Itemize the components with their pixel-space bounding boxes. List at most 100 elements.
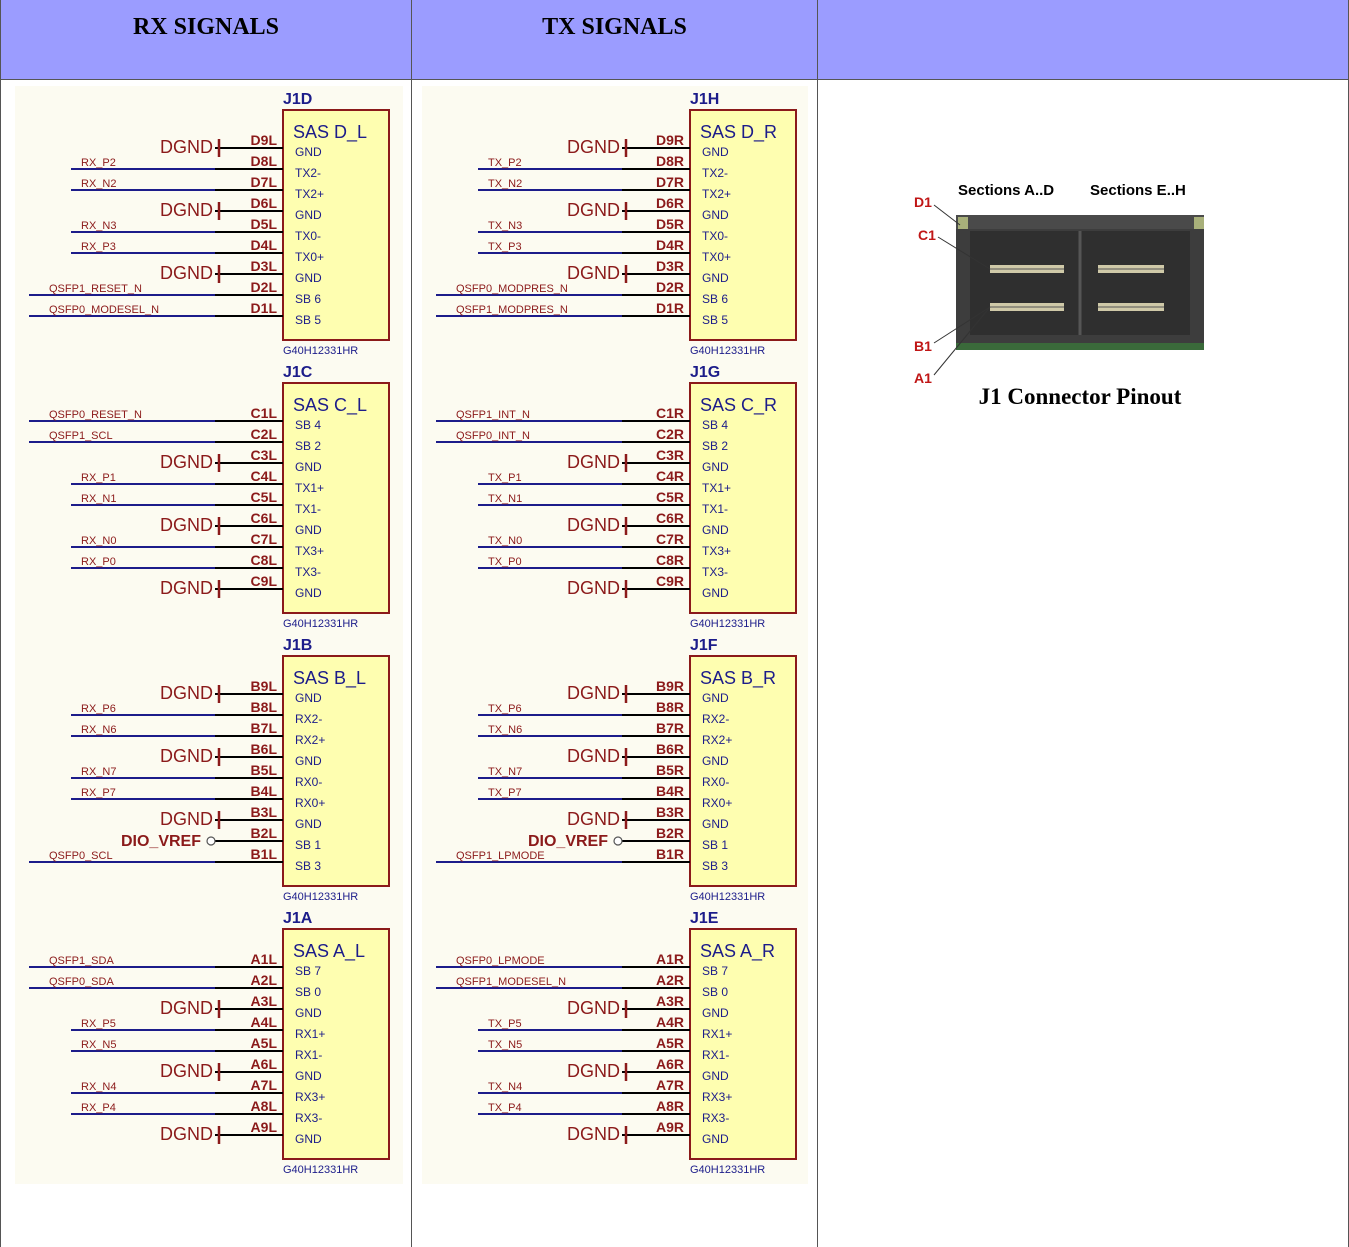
part-ref: J1F [690,637,718,654]
net-label: DGND [567,515,620,535]
part-title: SAS B_L [293,668,366,689]
pin-name: GND [295,1069,322,1083]
net-label: DGND [160,578,213,598]
pin-name: TX0+ [295,250,324,264]
pin-number: B1L [251,846,278,862]
net-label: QSFP0_INT_N [456,430,530,442]
tx-header: TX SIGNALS [412,0,818,80]
net-label: RX_N7 [81,766,116,778]
pin-number: C2R [656,426,684,442]
pin-number: A5L [251,1035,278,1051]
pin-number: B3R [656,804,684,820]
part-ref: J1H [690,91,719,108]
net-label: DGND [160,998,213,1018]
pin-number: D4L [251,237,278,253]
net-label: TX_P3 [488,241,522,253]
part-number: G40H12331HR [690,618,765,630]
pin-name: RX3+ [295,1090,325,1104]
net-label: RX_N3 [81,220,116,232]
pin-number: C5R [656,489,684,505]
pin-name: GND [702,460,729,474]
pin-number: C8L [251,552,278,568]
pin-number: C3L [251,447,278,463]
net-label: RX_N6 [81,724,116,736]
pin-name: GND [702,817,729,831]
pin-name: TX1+ [702,481,731,495]
part-number: G40H12331HR [690,891,765,903]
pin-name: GND [295,754,322,768]
pin-name: RX1- [702,1048,729,1062]
pin-number: D8L [251,153,278,169]
pin-name: SB 2 [295,439,321,453]
net-label: QSFP1_RESET_N [49,283,142,295]
pin-name: GND [702,523,729,537]
sections-left-label: Sections A..D [958,182,1054,199]
pin-number: D6R [656,195,684,211]
pin-name: SB 6 [702,292,728,306]
net-label: DGND [160,137,213,157]
pin-number: B8L [251,699,278,715]
pin-name: GND [702,586,729,600]
part-title: SAS C_L [293,395,367,416]
pin-name: SB 2 [702,439,728,453]
pin-number: C6R [656,510,684,526]
pin-number: D5R [656,216,684,232]
pin-name: GND [295,1132,322,1146]
net-label: DGND [567,200,620,220]
pin-name: GND [702,271,729,285]
net-label: TX_N7 [488,766,522,778]
pin-number: B7L [251,720,278,736]
net-label: QSFP0_RESET_N [49,409,142,421]
net-label: QSFP0_SDA [49,976,114,988]
pin-name: RX0- [295,775,322,789]
pin-number: C9L [251,573,278,589]
pin-number: C6L [251,510,278,526]
net-label: QSFP0_MODESEL_N [49,304,159,316]
pin-number: B9R [656,678,684,694]
pin-name: SB 5 [295,313,321,327]
pin-label-a1: A1 [914,370,932,386]
pin-name: GND [702,754,729,768]
pin-name: RX3- [702,1111,729,1125]
net-label: QSFP1_INT_N [456,409,530,421]
pin-name: GND [702,691,729,705]
pin-name: TX3+ [702,544,731,558]
pin-number: C3R [656,447,684,463]
pin-c9l: GND C9L DGND [160,573,322,600]
part-title: SAS D_L [293,122,367,143]
pin-name: GND [295,271,322,285]
net-label: TX_P2 [488,157,522,169]
pin-name: GND [295,145,322,159]
pin-number: D1L [251,300,278,316]
net-label: DGND [160,200,213,220]
pin-name: GND [702,208,729,222]
pin-name: TX3+ [295,544,324,558]
net-label: RX_P1 [81,472,116,484]
pin-number: D2R [656,279,684,295]
pin-number: B3L [251,804,278,820]
pin-name: SB 1 [702,838,728,852]
pin-number: A3R [656,993,684,1009]
pin-name: GND [295,586,322,600]
pin-name: TX3- [702,565,728,579]
net-label: DGND [567,1061,620,1081]
